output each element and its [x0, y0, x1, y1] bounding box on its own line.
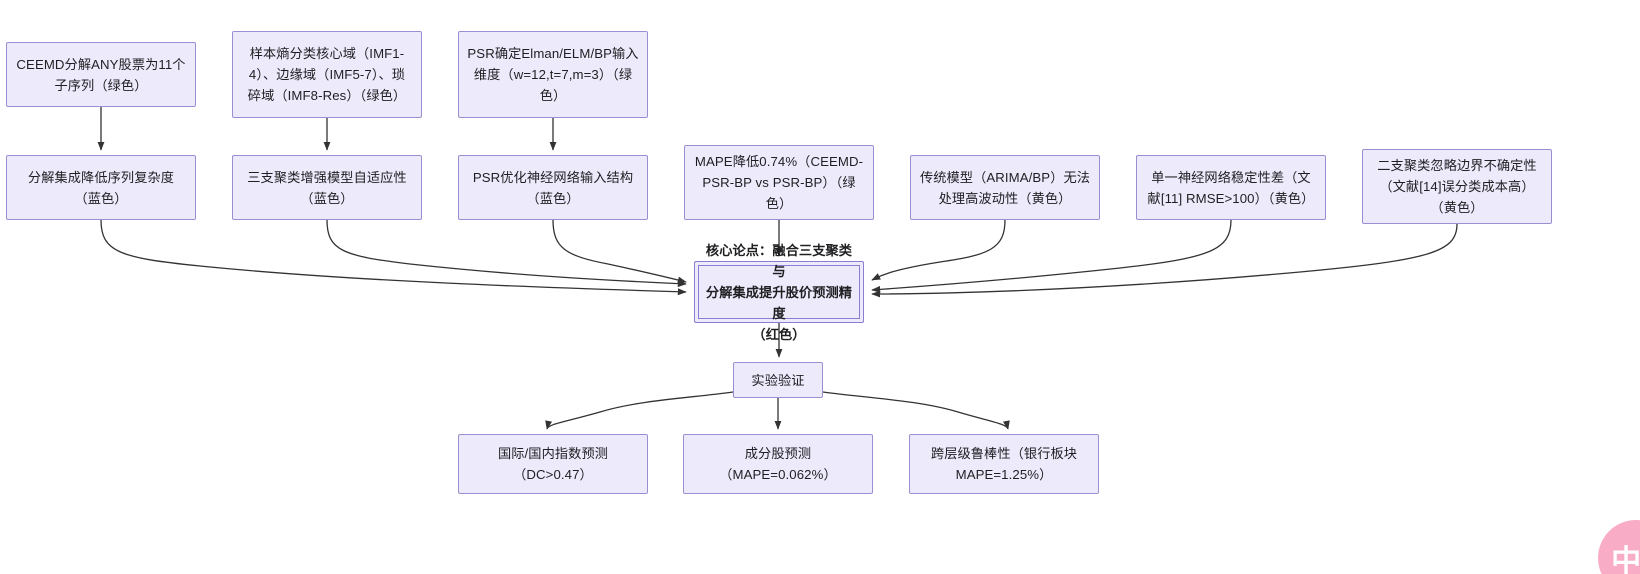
- n-two-way-boundary[interactable]: 二支聚类忽略边界不确定性 （文献[14]误分类成本高） （黄色）: [1362, 149, 1552, 224]
- n-index-forecast-label: 国际/国内指数预测 （DC>0.47）: [497, 446, 609, 482]
- edge-n-experiment-to-n-cross-level-robust: [822, 391, 1010, 430]
- n-mape-reduce[interactable]: MAPE降低0.74%（CEEMD- PSR-BP vs PSR-BP）（绿 色…: [684, 145, 874, 220]
- n-sample-entropy[interactable]: 样本熵分类核心域（IMF1- 4）、边缘域（IMF5-7）、琐 碎域（IMF8-…: [232, 31, 422, 118]
- edge-n-reduce-complexity-to-n-core-thesis: [100, 219, 687, 296]
- n-component-forecast-label: 成分股预测 （MAPE=0.062%）: [719, 446, 837, 482]
- n-mape-reduce-label: MAPE降低0.74%（CEEMD- PSR-BP vs PSR-BP）（绿 色…: [694, 154, 864, 211]
- n-reduce-complexity-label: 分解集成降低序列复杂度 （蓝色）: [27, 169, 175, 206]
- n-psr-input-dim[interactable]: PSR确定Elman/ELM/BP输入 维度（w=12,t=7,m=3）（绿 色…: [458, 31, 648, 118]
- n-psr-input-dim-label: PSR确定Elman/ELM/BP输入 维度（w=12,t=7,m=3）（绿 色…: [467, 46, 639, 103]
- n-three-way-adaptive[interactable]: 三支聚类增强模型自适应性 （蓝色）: [232, 155, 422, 220]
- n-sample-entropy-label: 样本熵分类核心域（IMF1- 4）、边缘域（IMF5-7）、琐 碎域（IMF8-…: [247, 46, 407, 103]
- edge-n-single-nn-unstable-to-n-core-thesis: [871, 219, 1232, 293]
- n-component-forecast[interactable]: 成分股预测 （MAPE=0.062%）: [683, 434, 873, 494]
- n-core-thesis-label: 核心论点：融合三支聚类与 分解集成提升股价预测精度 （红色）: [705, 242, 853, 342]
- n-traditional-model-label: 传统模型（ARIMA/BP）无法 处理高波动性（黄色）: [919, 169, 1091, 206]
- n-ceemd-decompose[interactable]: CEEMD分解ANY股票为11个 子序列（绿色）: [6, 42, 196, 107]
- n-cross-level-robust-label: 跨层级鲁棒性（银行板块 MAPE=1.25%）: [930, 446, 1078, 482]
- n-psr-optimize[interactable]: PSR优化神经网络输入结构 （蓝色）: [458, 155, 648, 220]
- n-cross-level-robust[interactable]: 跨层级鲁棒性（银行板块 MAPE=1.25%）: [909, 434, 1099, 494]
- n-single-nn-unstable[interactable]: 单一神经网络稳定性差（文 献[11] RMSE>100）（黄色）: [1136, 155, 1326, 220]
- n-two-way-boundary-label: 二支聚类忽略边界不确定性 （文献[14]误分类成本高） （黄色）: [1377, 158, 1537, 215]
- edge-n-three-way-adaptive-to-n-core-thesis: [326, 219, 687, 288]
- edge-n-traditional-model-to-n-core-thesis: [871, 219, 1006, 281]
- edge-n-experiment-to-n-index-forecast: [545, 391, 734, 430]
- n-reduce-complexity[interactable]: 分解集成降低序列复杂度 （蓝色）: [6, 155, 196, 220]
- n-core-thesis[interactable]: 核心论点：融合三支聚类与 分解集成提升股价预测精度 （红色）: [694, 243, 864, 342]
- n-ceemd-decompose-label: CEEMD分解ANY股票为11个 子序列（绿色）: [16, 56, 186, 93]
- n-psr-optimize-label: PSR优化神经网络输入结构 （蓝色）: [472, 169, 634, 206]
- n-index-forecast[interactable]: 国际/国内指数预测 （DC>0.47）: [458, 434, 648, 494]
- n-traditional-model[interactable]: 传统模型（ARIMA/BP）无法 处理高波动性（黄色）: [910, 155, 1100, 220]
- watermark-text: 中A: [1611, 545, 1640, 574]
- edge-n-psr-optimize-to-n-core-thesis: [552, 219, 687, 284]
- n-experiment[interactable]: 实验验证: [733, 362, 823, 398]
- n-experiment-label: 实验验证: [751, 372, 805, 388]
- edge-n-two-way-boundary-to-n-core-thesis: [871, 223, 1458, 298]
- n-three-way-adaptive-label: 三支聚类增强模型自适应性 （蓝色）: [247, 169, 407, 206]
- n-single-nn-unstable-label: 单一神经网络稳定性差（文 献[11] RMSE>100）（黄色）: [1147, 169, 1315, 206]
- watermark-badge: 中A: [1598, 520, 1640, 574]
